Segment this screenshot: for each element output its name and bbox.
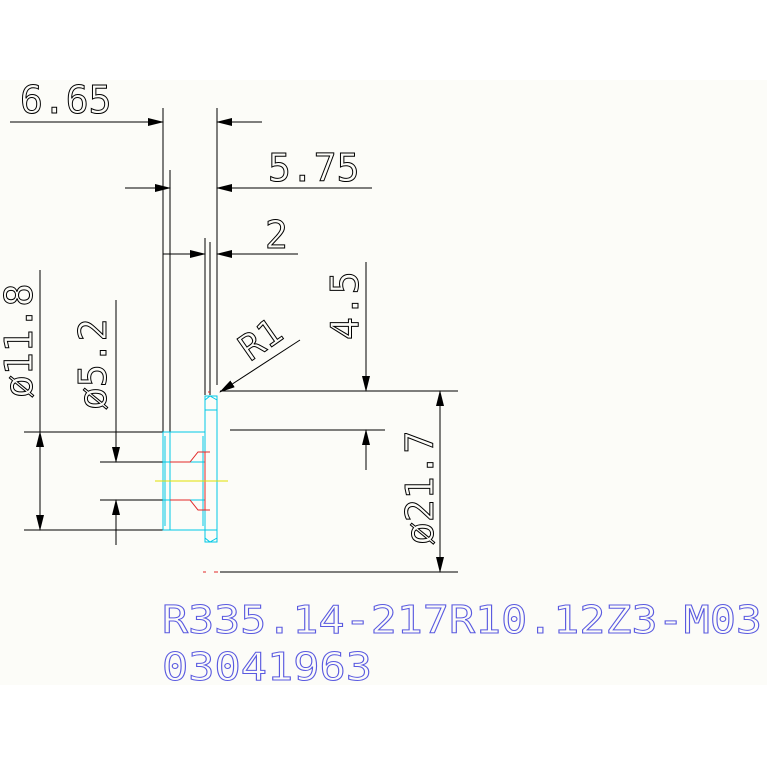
part-labels: R335.14-217R10.12Z3-M03 03041963 <box>162 598 763 690</box>
dimension-lines <box>10 108 458 573</box>
dim-5-75: 5.75 <box>268 146 360 190</box>
dimension-labels: 6.65 5.75 2 4.5 ø21.7 ø11.8 ø5.2 R1 <box>0 78 443 546</box>
drawing-sheet <box>0 80 767 685</box>
dim-6-65: 6.65 <box>20 78 112 122</box>
dim-dia-11-8: ø11.8 <box>0 284 41 398</box>
dim-dia-5-2: ø5.2 <box>71 318 115 410</box>
dim-2: 2 <box>265 213 288 257</box>
dim-4-5: 4.5 <box>323 271 367 340</box>
part-number: 03041963 <box>162 645 372 689</box>
dim-dia-21-7: ø21.7 <box>398 431 442 545</box>
part-code: R335.14-217R10.12Z3-M03 <box>162 598 762 642</box>
